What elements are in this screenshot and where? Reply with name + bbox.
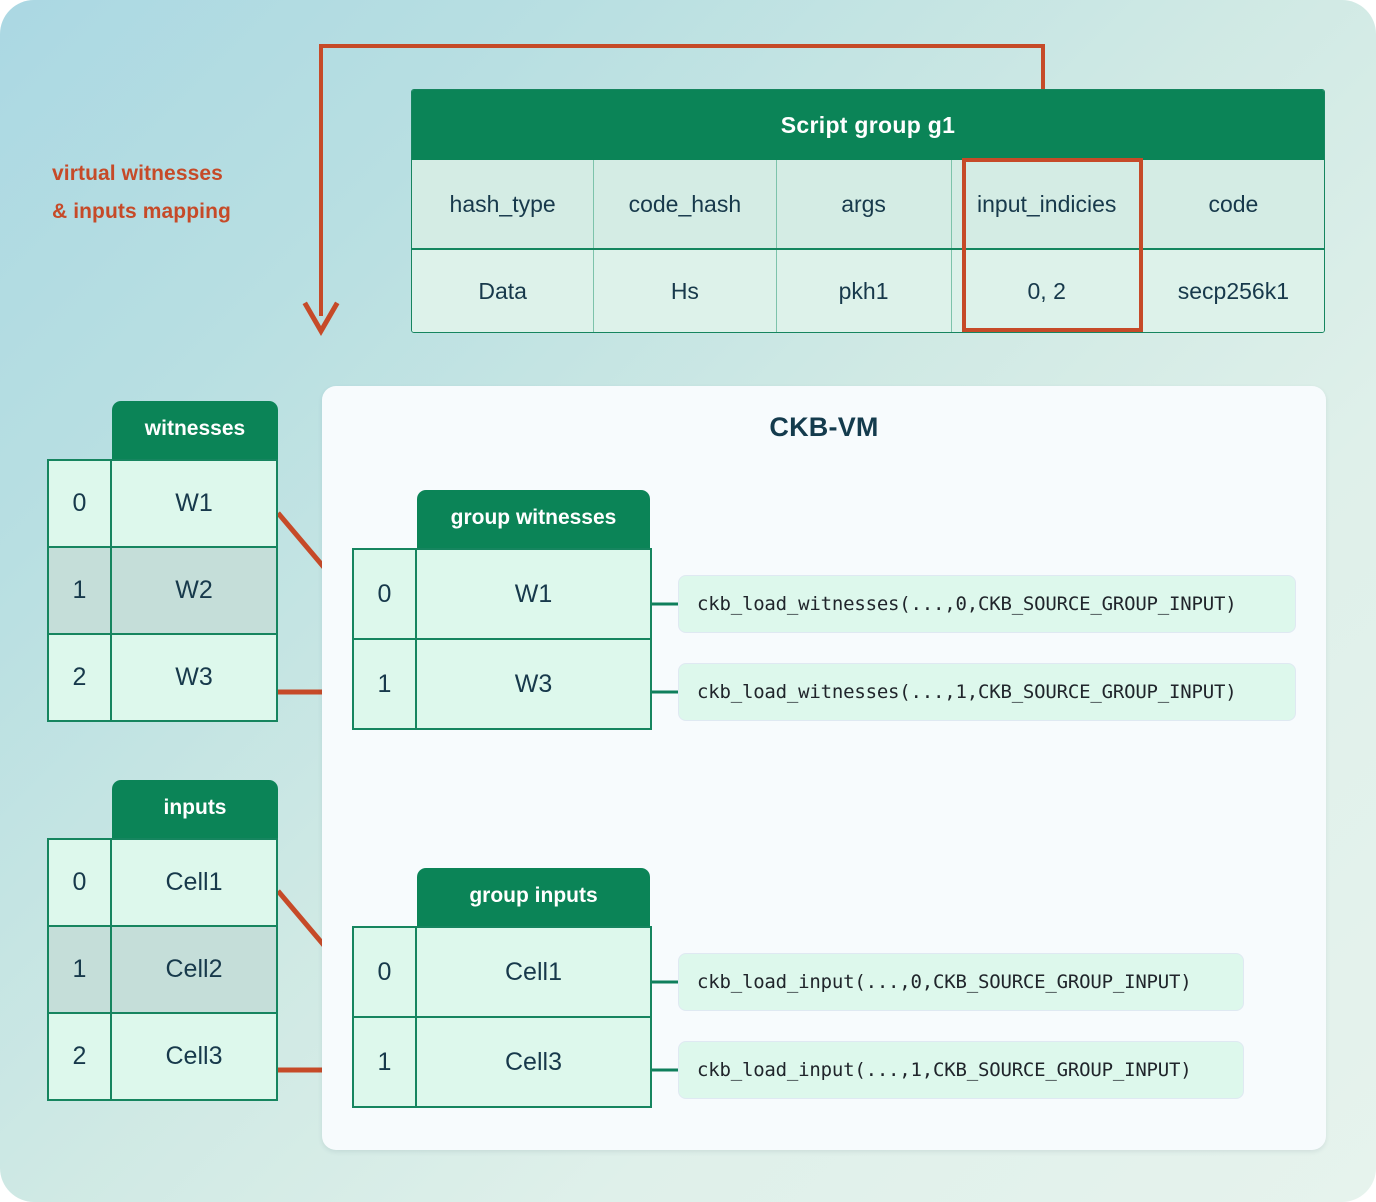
table-row: 2 W3 [49, 635, 276, 720]
table-row: 0 W1 [354, 550, 650, 640]
column-header-code: code [1142, 160, 1324, 248]
table-row: 0 W1 [49, 461, 276, 548]
column-header-input-indicies: input_indicies [951, 160, 1143, 248]
row-value: Cell1 [417, 928, 650, 1016]
inputs-table-grid: 0 Cell1 1 Cell2 2 Cell3 [47, 838, 278, 1101]
row-value: W3 [112, 635, 276, 720]
row-index: 2 [49, 1014, 112, 1099]
row-index: 0 [354, 550, 417, 638]
group-inputs-table-label: group inputs [417, 868, 650, 926]
row-index: 2 [49, 635, 112, 720]
row-value: Cell2 [112, 927, 276, 1012]
script-group-table: Script group g1 hash_type code_hash args… [411, 89, 1325, 333]
code-chip-load-input-1: ckb_load_input(...,1,CKB_SOURCE_GROUP_IN… [678, 1041, 1244, 1099]
annotation-virtual-witnesses: virtual witnesses & inputs mapping [52, 155, 312, 231]
table-row: 1 W2 [49, 548, 276, 635]
row-value: W2 [112, 548, 276, 633]
code-chip-load-witnesses-1: ckb_load_witnesses(...,1,CKB_SOURCE_GROU… [678, 663, 1296, 721]
row-value: W3 [417, 640, 650, 728]
row-index: 1 [354, 640, 417, 728]
value-code-hash: Hs [594, 250, 777, 332]
script-group-header-row: hash_type code_hash args input_indicies … [412, 160, 1324, 248]
row-index: 0 [49, 840, 112, 925]
code-chip-load-witnesses-0: ckb_load_witnesses(...,0,CKB_SOURCE_GROU… [678, 575, 1296, 633]
table-row: 1 Cell2 [49, 927, 276, 1014]
witnesses-table-grid: 0 W1 1 W2 2 W3 [47, 459, 278, 722]
row-index: 0 [49, 461, 112, 546]
value-input-indicies: 0, 2 [951, 250, 1143, 332]
row-index: 1 [49, 548, 112, 633]
value-hash-type: Data [412, 250, 595, 332]
table-row: 2 Cell3 [49, 1014, 276, 1099]
column-header-args: args [776, 160, 952, 248]
row-index: 0 [354, 928, 417, 1016]
group-witnesses-table-grid: 0 W1 1 W3 [352, 548, 652, 730]
row-index: 1 [354, 1018, 417, 1106]
table-row: 1 Cell3 [354, 1018, 650, 1106]
row-value: Cell3 [417, 1018, 650, 1106]
row-value: W1 [112, 461, 276, 546]
row-value: Cell1 [112, 840, 276, 925]
row-value: W1 [417, 550, 650, 638]
annotation-line-1: virtual witnesses [52, 162, 223, 185]
row-index: 1 [49, 927, 112, 1012]
value-args: pkh1 [776, 250, 952, 332]
ckb-vm-title: CKB-VM [769, 412, 879, 442]
table-row: 0 Cell1 [354, 928, 650, 1018]
table-row: 1 W3 [354, 640, 650, 728]
group-witnesses-table-label: group witnesses [417, 490, 650, 548]
annotation-line-2: & inputs mapping [52, 200, 231, 223]
code-chip-load-input-0: ckb_load_input(...,0,CKB_SOURCE_GROUP_IN… [678, 953, 1244, 1011]
script-group-title: Script group g1 [412, 90, 1324, 160]
column-header-code-hash: code_hash [594, 160, 777, 248]
table-row: 0 Cell1 [49, 840, 276, 927]
witnesses-table-label: witnesses [112, 401, 278, 459]
inputs-table-label: inputs [112, 780, 278, 838]
script-group-value-row: Data Hs pkh1 0, 2 secp256k1 [412, 248, 1324, 332]
row-value: Cell3 [112, 1014, 276, 1099]
column-header-hash-type: hash_type [412, 160, 595, 248]
value-code: secp256k1 [1142, 250, 1324, 332]
group-inputs-table-grid: 0 Cell1 1 Cell3 [352, 926, 652, 1108]
